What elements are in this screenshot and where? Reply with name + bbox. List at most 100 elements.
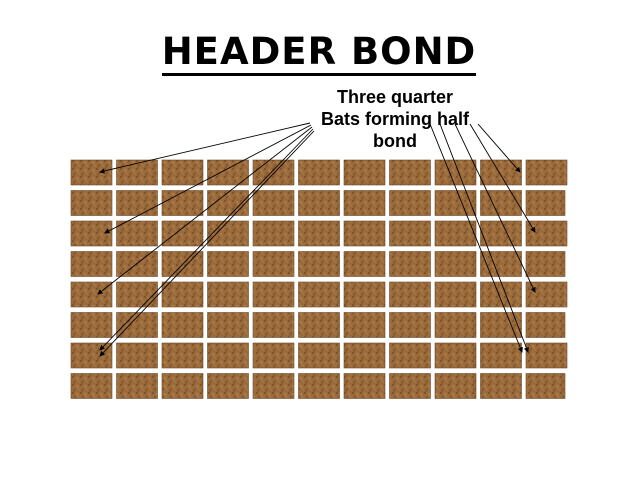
header-brick [525,281,568,308]
header-brick [252,220,295,247]
arrow-right-5 [429,123,523,353]
header-brick [252,190,295,216]
header-brick [480,281,522,308]
header-brick [116,190,158,216]
header-brick [252,281,295,308]
header-brick [343,281,386,308]
header-brick [434,373,477,399]
header-brick [480,159,522,186]
header-brick [434,220,477,247]
header-brick [525,159,568,186]
three-quarter-bat [70,312,113,338]
three-quarter-bat [525,312,566,338]
arrow-left-4 [99,128,314,351]
header-brick [343,373,386,399]
header-brick [480,342,522,369]
header-brick [70,281,113,308]
arrow-right-3 [454,123,536,293]
header-brick [161,342,204,369]
arrow-right-4 [439,123,529,353]
header-brick [116,281,158,308]
header-brick [298,373,340,399]
header-brick [298,190,340,216]
header-brick [480,220,522,247]
header-brick [161,190,204,216]
header-brick [161,312,204,338]
header-brick [480,251,522,277]
annotation-line-3: bond [373,131,417,151]
brick-wall [70,158,568,402]
header-brick [298,251,340,277]
header-brick [116,312,158,338]
header-brick [161,373,204,399]
header-brick [252,251,295,277]
annotation-arrows [97,122,536,357]
header-brick [207,251,249,277]
three-quarter-bat [70,251,113,277]
header-brick [298,312,340,338]
header-brick [480,190,522,216]
header-brick [389,220,431,247]
header-brick [389,190,431,216]
header-brick [116,373,158,399]
three-quarter-bat [70,373,113,399]
header-brick [389,342,431,369]
header-brick [343,251,386,277]
page-title: HEADER BOND [0,30,638,76]
arrow-left-1 [99,122,311,174]
header-brick [434,281,477,308]
header-brick [434,251,477,277]
header-brick [298,220,340,247]
three-quarter-bat [525,190,566,216]
header-brick [343,312,386,338]
header-brick [70,342,113,369]
three-quarter-bat [70,190,113,216]
header-brick [389,251,431,277]
header-brick [207,220,249,247]
header-brick [207,281,249,308]
arrow-left-5 [99,130,315,357]
header-brick [116,342,158,369]
annotation-label: Three quarter Bats forming half bond [290,86,500,152]
title-text: HEADER BOND [161,30,477,76]
header-brick [298,159,340,186]
header-brick [343,190,386,216]
header-brick [161,159,204,186]
header-brick [525,220,568,247]
header-brick [434,190,477,216]
header-brick [207,373,249,399]
arrow-left-2 [104,124,312,234]
three-quarter-bat [525,373,566,399]
header-brick [70,159,113,186]
arrow-right-1 [477,123,521,173]
header-brick [252,373,295,399]
header-brick [298,342,340,369]
arrow-right-2 [469,123,536,233]
header-brick [343,342,386,369]
header-brick [207,342,249,369]
header-brick [298,281,340,308]
header-brick [207,159,249,186]
header-brick [434,312,477,338]
header-brick [207,312,249,338]
header-brick [389,159,431,186]
annotation-line-1: Three quarter [336,87,454,107]
header-brick [70,220,113,247]
header-brick [252,342,295,369]
header-brick [161,220,204,247]
header-brick [116,220,158,247]
header-brick [343,159,386,186]
arrow-left-3 [97,126,313,295]
header-brick [525,342,568,369]
header-brick [252,312,295,338]
header-brick [252,159,295,186]
header-brick [343,220,386,247]
header-brick [389,281,431,308]
header-brick [389,312,431,338]
header-brick [389,373,431,399]
header-brick [434,342,477,369]
header-brick [207,190,249,216]
header-brick [480,312,522,338]
header-brick [161,281,204,308]
